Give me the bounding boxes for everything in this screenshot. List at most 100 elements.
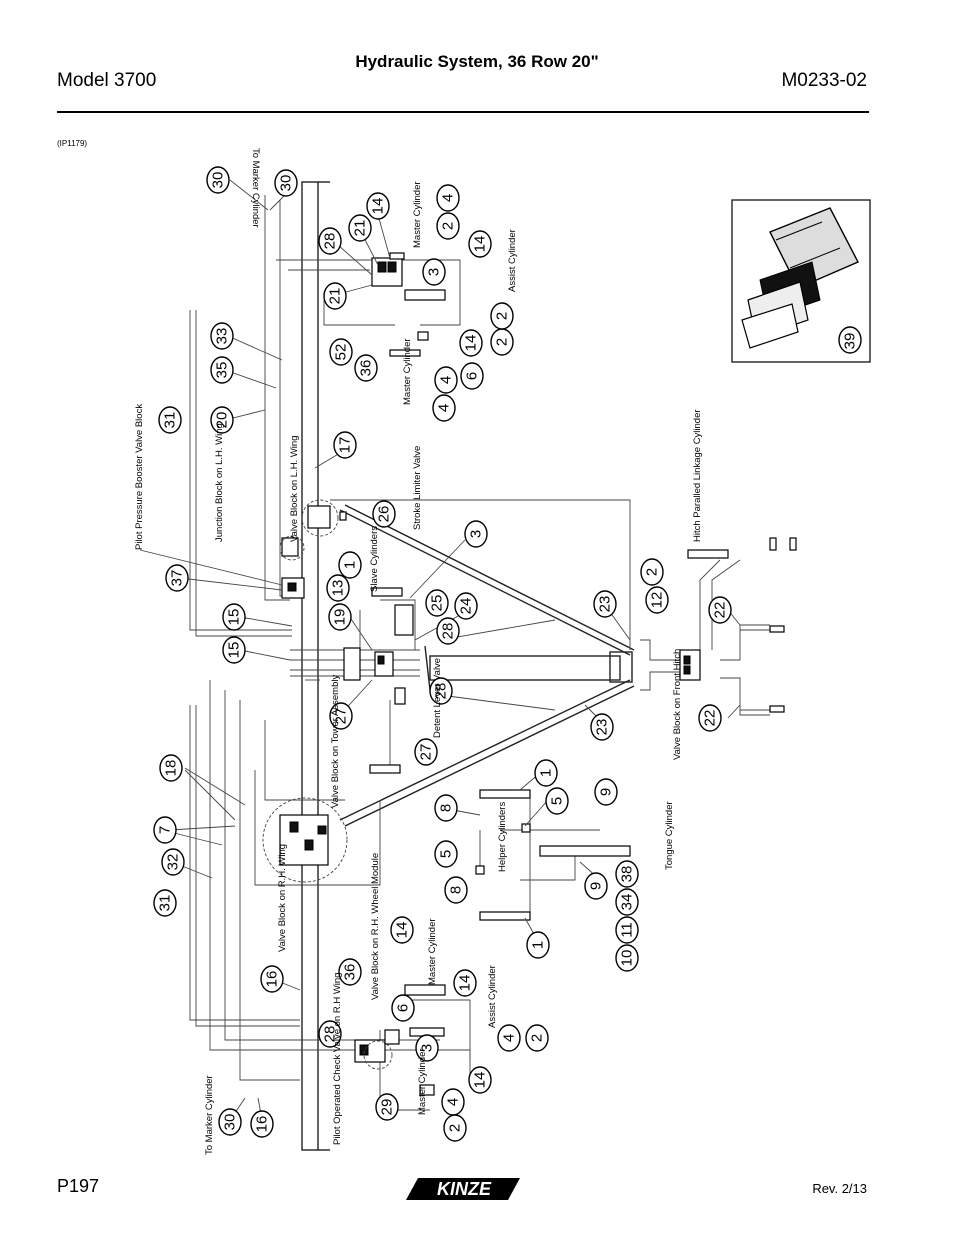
master-cylinder-top-2 (389, 349, 421, 357)
label-master-cylinder-3: Master Cylinder (427, 918, 438, 985)
callout-number: 34 (619, 894, 636, 911)
callout-50: 5 (434, 840, 458, 868)
kinze-logo: KINZE (406, 1178, 520, 1200)
callout-51: 9 (584, 872, 608, 900)
callout-number: 14 (463, 335, 480, 352)
label-assist-cylinder-1: Assist Cylinder (507, 229, 518, 292)
callout-number: 22 (712, 602, 729, 619)
callout-number: 4 (501, 1034, 518, 1042)
components (262, 252, 797, 1096)
callout-53: 8 (444, 876, 468, 904)
callout-46: 8 (434, 794, 458, 822)
callout-27: 13 (326, 574, 350, 602)
callout-number: 2 (529, 1034, 546, 1042)
callout-number: 26 (376, 506, 393, 523)
text-labels: To Marker Cylinder Master Cylinder Assis… (134, 148, 703, 1155)
callout-49: 32 (161, 848, 185, 876)
callout-number: 1 (538, 769, 555, 777)
label-detent-lever: Detent Lever Valve (432, 658, 443, 738)
assist-cylinder-top (404, 289, 446, 301)
callout-8: 14 (468, 230, 492, 258)
callout-number: 38 (619, 866, 636, 883)
callout-number: 2 (644, 568, 661, 576)
callout-number: 23 (594, 719, 611, 736)
callout-43: 27 (414, 738, 438, 766)
label-junction-block: Junction Block on L.H. Wing (214, 423, 225, 542)
callout-58: 10 (615, 944, 639, 972)
callout-2: 14 (366, 192, 390, 220)
label-pilot-check-valve: Pilot Operated Check Valve on R.H Wing (332, 973, 343, 1145)
callout-19: 2 (490, 302, 514, 330)
callout-55: 31 (153, 889, 177, 917)
callout-65: 3 (415, 1034, 439, 1062)
label-hitch-linkage: Hitch Paralled Linkage Cylinder (692, 409, 703, 542)
callout-71: 30 (218, 1108, 242, 1136)
callout-number: 2 (440, 222, 457, 230)
callout-number: 32 (165, 854, 182, 871)
callout-9: 21 (323, 282, 347, 310)
callout-number: 28 (322, 1026, 339, 1043)
callout-number: 3 (468, 530, 485, 538)
callout-22: 17 (333, 431, 357, 459)
callout-number: 2 (494, 312, 511, 320)
callout-number: 31 (162, 412, 179, 429)
callout-number: 14 (457, 975, 474, 992)
label-to-marker-top: To Marker Cylinder (250, 148, 261, 228)
callout-number: 6 (395, 1004, 412, 1012)
callout-number: 15 (226, 609, 243, 626)
callout-21: 20 (210, 406, 234, 434)
valve-block-rh-wing (279, 814, 329, 866)
label-slave-cylinders: Slave Cylinders (369, 526, 380, 592)
label-valve-block-rh-wing: Valve Block on R.H. Wing (277, 844, 288, 952)
callout-16: 6 (460, 362, 484, 390)
callout-28: 2 (640, 558, 664, 586)
callout-5: 2 (436, 212, 460, 240)
callout-number: 29 (379, 1099, 396, 1116)
label-valve-block-front-hitch: Valve Block on Front Hitch (672, 649, 683, 760)
callout-number: 2 (447, 1124, 464, 1132)
label-master-cylinder-1: Master Cylinder (412, 181, 423, 248)
callout-14: 14 (459, 329, 483, 357)
callout-number: 28 (322, 233, 339, 250)
page-number: P197 (57, 1176, 100, 1196)
callout-56: 11 (615, 916, 639, 944)
callout-number: 24 (458, 598, 475, 615)
callout-number: 30 (278, 175, 295, 192)
callout-70: 14 (468, 1066, 492, 1094)
callout-31: 19 (328, 603, 352, 631)
callout-3: 4 (436, 184, 460, 212)
callout-54: 34 (615, 888, 639, 916)
callout-number: 14 (394, 922, 411, 939)
callout-36: 22 (708, 596, 732, 624)
callout-1: 30 (274, 169, 298, 197)
callout-number: 4 (440, 194, 457, 202)
callout-0: 30 (206, 166, 230, 194)
callout-37: 15 (222, 636, 246, 664)
illustration-reference: (IP1179) (57, 139, 88, 148)
model-label: Model 3700 (57, 70, 157, 91)
callout-57: 1 (526, 931, 550, 959)
callout-67: 2 (525, 1024, 549, 1052)
callout-62: 14 (453, 969, 477, 997)
inset-callout-39: 39 (842, 333, 859, 350)
logo-text: KINZE (437, 1179, 492, 1199)
label-master-cylinder-4: Master Cylinder (417, 1048, 428, 1115)
callout-number: 22 (702, 710, 719, 727)
callout-42: 18 (159, 754, 183, 782)
callout-number: 5 (549, 797, 566, 805)
callout-44: 1 (534, 759, 558, 787)
callout-66: 4 (497, 1024, 521, 1052)
callout-number: 4 (438, 376, 455, 384)
callout-38: 28 (429, 677, 453, 705)
callout-45: 9 (594, 778, 618, 806)
callout-number: 36 (342, 964, 359, 981)
callout-number: 16 (254, 1116, 271, 1133)
callout-number: 37 (169, 570, 186, 587)
callout-number: 7 (157, 826, 174, 834)
callout-39: 27 (329, 702, 353, 730)
callout-64: 28 (318, 1020, 342, 1048)
callout-41: 22 (698, 704, 722, 732)
label-valve-block-rh-wheel: Valve Block on R.H. Wheel Module (370, 853, 381, 1000)
